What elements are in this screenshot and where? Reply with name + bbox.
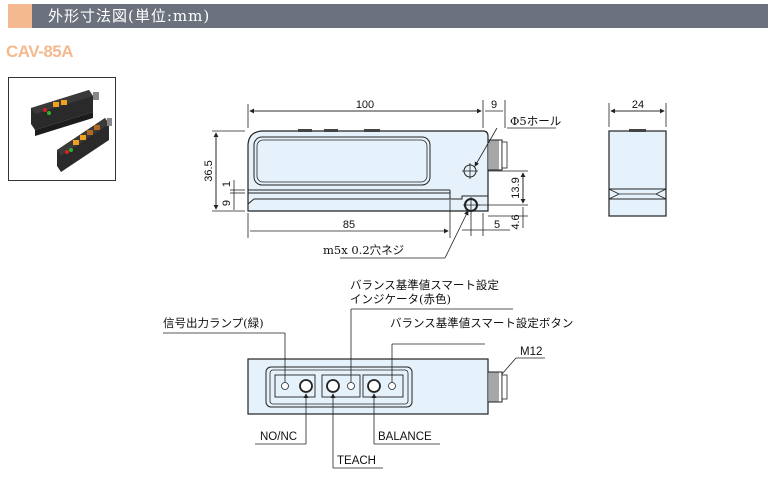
- dim-width: 24: [632, 99, 644, 111]
- dim-hole-height: 13.9: [510, 177, 522, 198]
- balance-indicator-label-2: インジケータ(赤色): [350, 292, 451, 306]
- section-title: 外形寸法図(単位:mm): [48, 7, 211, 25]
- dim-height-total: 36.5: [203, 160, 215, 181]
- product-photo-image: [31, 90, 112, 172]
- side-view: 24: [608, 99, 667, 217]
- signal-lamp-indicator: [281, 382, 289, 390]
- header-accent-square: [8, 4, 32, 28]
- balance-button-label: バランス基準値スマート設定ボタン: [390, 316, 573, 330]
- section-header-bar: [8, 4, 768, 28]
- teach-button: [326, 379, 340, 393]
- no-nc-label: NO/NC: [260, 431, 297, 443]
- dim-gap: 1: [221, 181, 233, 187]
- teach-label: TEACH: [337, 455, 376, 467]
- dim-connector-offset: 9: [491, 99, 497, 111]
- dim-hole-offset-x: 5: [494, 219, 500, 231]
- hole-callout: Φ5ホール: [510, 114, 561, 128]
- product-photo: [8, 77, 116, 181]
- dim-base-length: 85: [343, 219, 355, 231]
- dim-base-height: 9: [221, 200, 233, 206]
- no-nc-button: [299, 379, 313, 393]
- signal-lamp-label: 信号出力ランプ(緑): [163, 316, 264, 330]
- model-name: CAV-85A: [6, 42, 74, 61]
- front-view: 100 9 Φ5ホール 36.5 1 9 85 m5x 0.2穴ネジ: [203, 99, 561, 259]
- balance-button: [367, 379, 381, 393]
- balance-indicator-label-1: バランス基準値スマート設定: [350, 278, 499, 292]
- screw-callout: m5x 0.2穴ネジ: [323, 243, 404, 257]
- balance-indicator: [347, 382, 355, 390]
- dim-length-total: 100: [356, 99, 374, 111]
- dim-hole-offset-y: 4.6: [510, 214, 522, 229]
- connector-label: M12: [520, 346, 542, 358]
- balance-label: BALANCE: [378, 431, 432, 443]
- top-view: 信号出力ランプ(緑) バランス基準値スマート設定 インジケータ(赤色) バランス…: [163, 278, 573, 469]
